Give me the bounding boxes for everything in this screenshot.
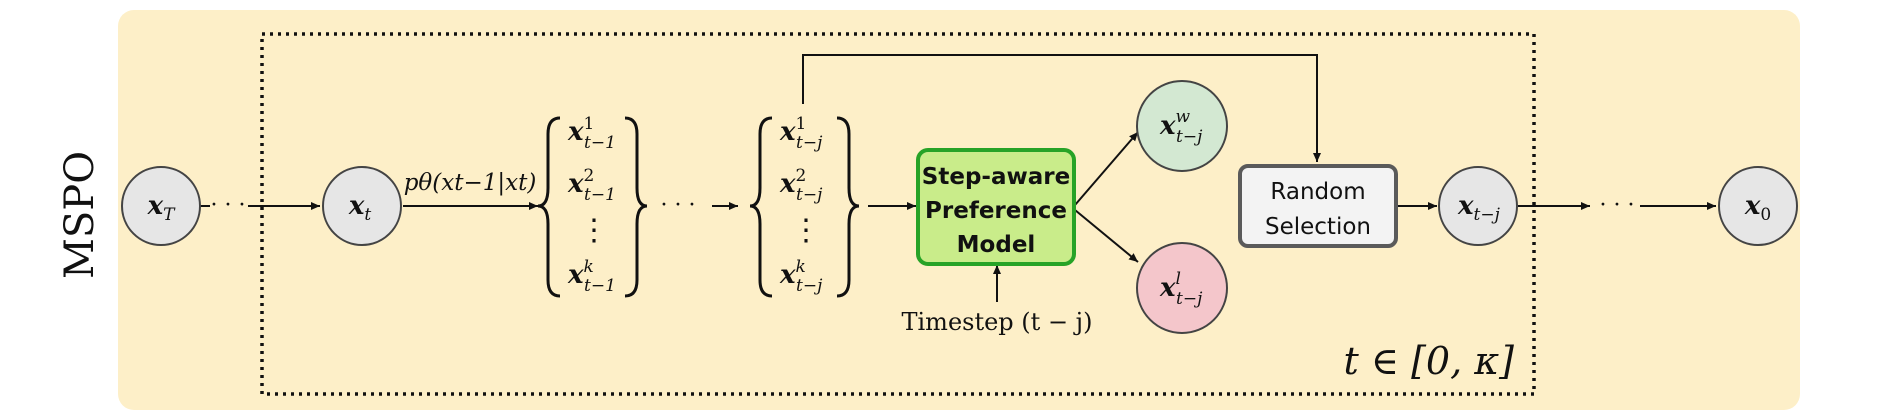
set-right-item-3-main: x <box>779 260 796 290</box>
set-right-vdots: ⋮ <box>791 213 821 248</box>
node-loser-sub: t−j <box>1176 289 1203 309</box>
hdots-2: · · · <box>661 193 696 218</box>
node-xt-main: x <box>348 191 365 221</box>
set-left-item-3-main: x <box>567 260 584 290</box>
svg-text:x2: x2 <box>567 166 594 199</box>
loop-range-label: t ∈ [0, κ] <box>1344 339 1515 383</box>
set-left-item-1-main: x <box>567 117 584 147</box>
svg-text:x0: x0 <box>1744 191 1771 225</box>
node-xtj-main: x <box>1457 191 1474 221</box>
node-xT-main: x <box>147 191 164 221</box>
svg-text:xk: xk <box>567 257 594 290</box>
node-x0: x0 <box>1718 166 1798 246</box>
svg-text:xt: xt <box>348 191 372 225</box>
preference-model-line2: Preference <box>925 198 1067 224</box>
node-winner-main: x <box>1159 111 1176 141</box>
random-selection-line1: Random <box>1270 179 1365 205</box>
svg-text:xw: xw <box>1159 107 1191 141</box>
svg-text:x1: x1 <box>779 114 806 147</box>
node-xT-sub: T <box>163 205 176 225</box>
set-left-item-3-sub: t−1 <box>584 276 616 296</box>
node-xtj-sub: t−j <box>1474 205 1501 225</box>
edge-bypass-random <box>802 54 1321 162</box>
node-loser-sup: l <box>1176 269 1181 289</box>
set-right-item-1-sub: t−j <box>796 133 823 153</box>
set-left-item-2-sub: t−1 <box>584 185 616 205</box>
preference-model-line3: Model <box>957 232 1036 258</box>
node-x0-sub: 0 <box>1760 205 1771 225</box>
hdots-3: · · · <box>1600 193 1635 218</box>
side-label: MSPO <box>57 151 103 279</box>
set-left-item-3-sup: k <box>584 257 594 277</box>
set-left-brace-close <box>624 116 648 298</box>
node-xt: xt <box>322 166 402 246</box>
set-right-item-2-sup: 2 <box>796 166 807 186</box>
node-x0-main: x <box>1744 191 1761 221</box>
set-right-item-3-sub: t−j <box>796 276 823 296</box>
node-loser: xl t−j <box>1136 242 1228 334</box>
transition-label: pθ(xt−1|xt) <box>404 170 537 196</box>
svg-text:x1: x1 <box>567 114 594 147</box>
set-right-brace-close <box>836 116 860 298</box>
preference-model-box: Step-aware Preference Model <box>916 148 1076 266</box>
node-xT: xT <box>121 166 201 246</box>
timestep-label: Timestep (t − j) <box>902 308 1093 336</box>
set-right-item-2-main: x <box>779 169 796 199</box>
svg-text:xt−j: xt−j <box>1457 191 1501 225</box>
set-right-item-3-sup: k <box>796 257 806 277</box>
node-winner-sup: w <box>1176 107 1191 127</box>
set-right-item-1-sup: 1 <box>796 114 807 134</box>
set-left-vdots: ⋮ <box>579 213 609 248</box>
node-loser-main: x <box>1159 273 1176 303</box>
svg-text:xT: xT <box>147 191 177 225</box>
svg-text:xl: xl <box>1159 269 1181 303</box>
node-xt-sub: t <box>364 205 371 225</box>
preference-model-line1: Step-aware <box>922 164 1070 190</box>
random-selection-box: Random Selection <box>1238 164 1398 248</box>
set-left-item-2-sup: 2 <box>584 166 595 186</box>
set-left-item-2-main: x <box>567 169 584 199</box>
set-left-item-1-sub: t−1 <box>584 133 616 153</box>
set-right-item-2-sub: t−j <box>796 185 823 205</box>
set-right-brace-open <box>749 116 773 298</box>
set-right: x1 t−j x2 t−j ⋮ xk t−j <box>749 114 860 298</box>
edge-pref-win <box>1074 131 1139 206</box>
hdots-1: · · · <box>211 193 246 218</box>
set-right-item-1-main: x <box>779 117 796 147</box>
edge-pref-lose <box>1074 209 1139 263</box>
node-xtj: xt−j <box>1438 166 1518 246</box>
svg-text:xk: xk <box>779 257 806 290</box>
node-winner-sub: t−j <box>1176 127 1203 147</box>
set-left-brace-open <box>537 116 561 298</box>
random-selection-line2: Selection <box>1265 214 1371 240</box>
node-winner: xw t−j <box>1136 80 1228 172</box>
set-left-item-1-sup: 1 <box>584 114 595 134</box>
set-left: x1 t−1 x2 t−1 ⋮ xk t−1 <box>537 114 648 298</box>
svg-text:x2: x2 <box>779 166 806 199</box>
